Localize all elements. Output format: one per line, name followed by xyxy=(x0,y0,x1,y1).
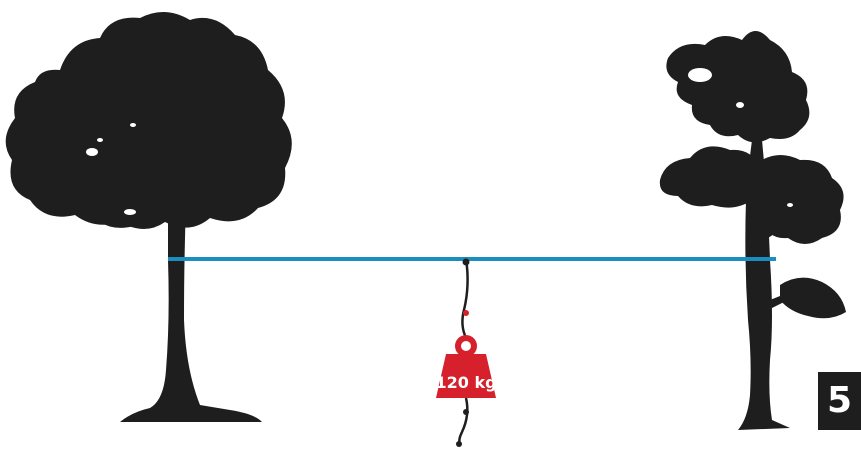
weight-icon: 120 kg xyxy=(435,335,496,398)
step-number-badge: 5 xyxy=(818,372,861,430)
tree-left-icon xyxy=(6,12,292,422)
tree-right-icon xyxy=(660,31,846,430)
weight-label: 120 kg xyxy=(435,373,496,392)
